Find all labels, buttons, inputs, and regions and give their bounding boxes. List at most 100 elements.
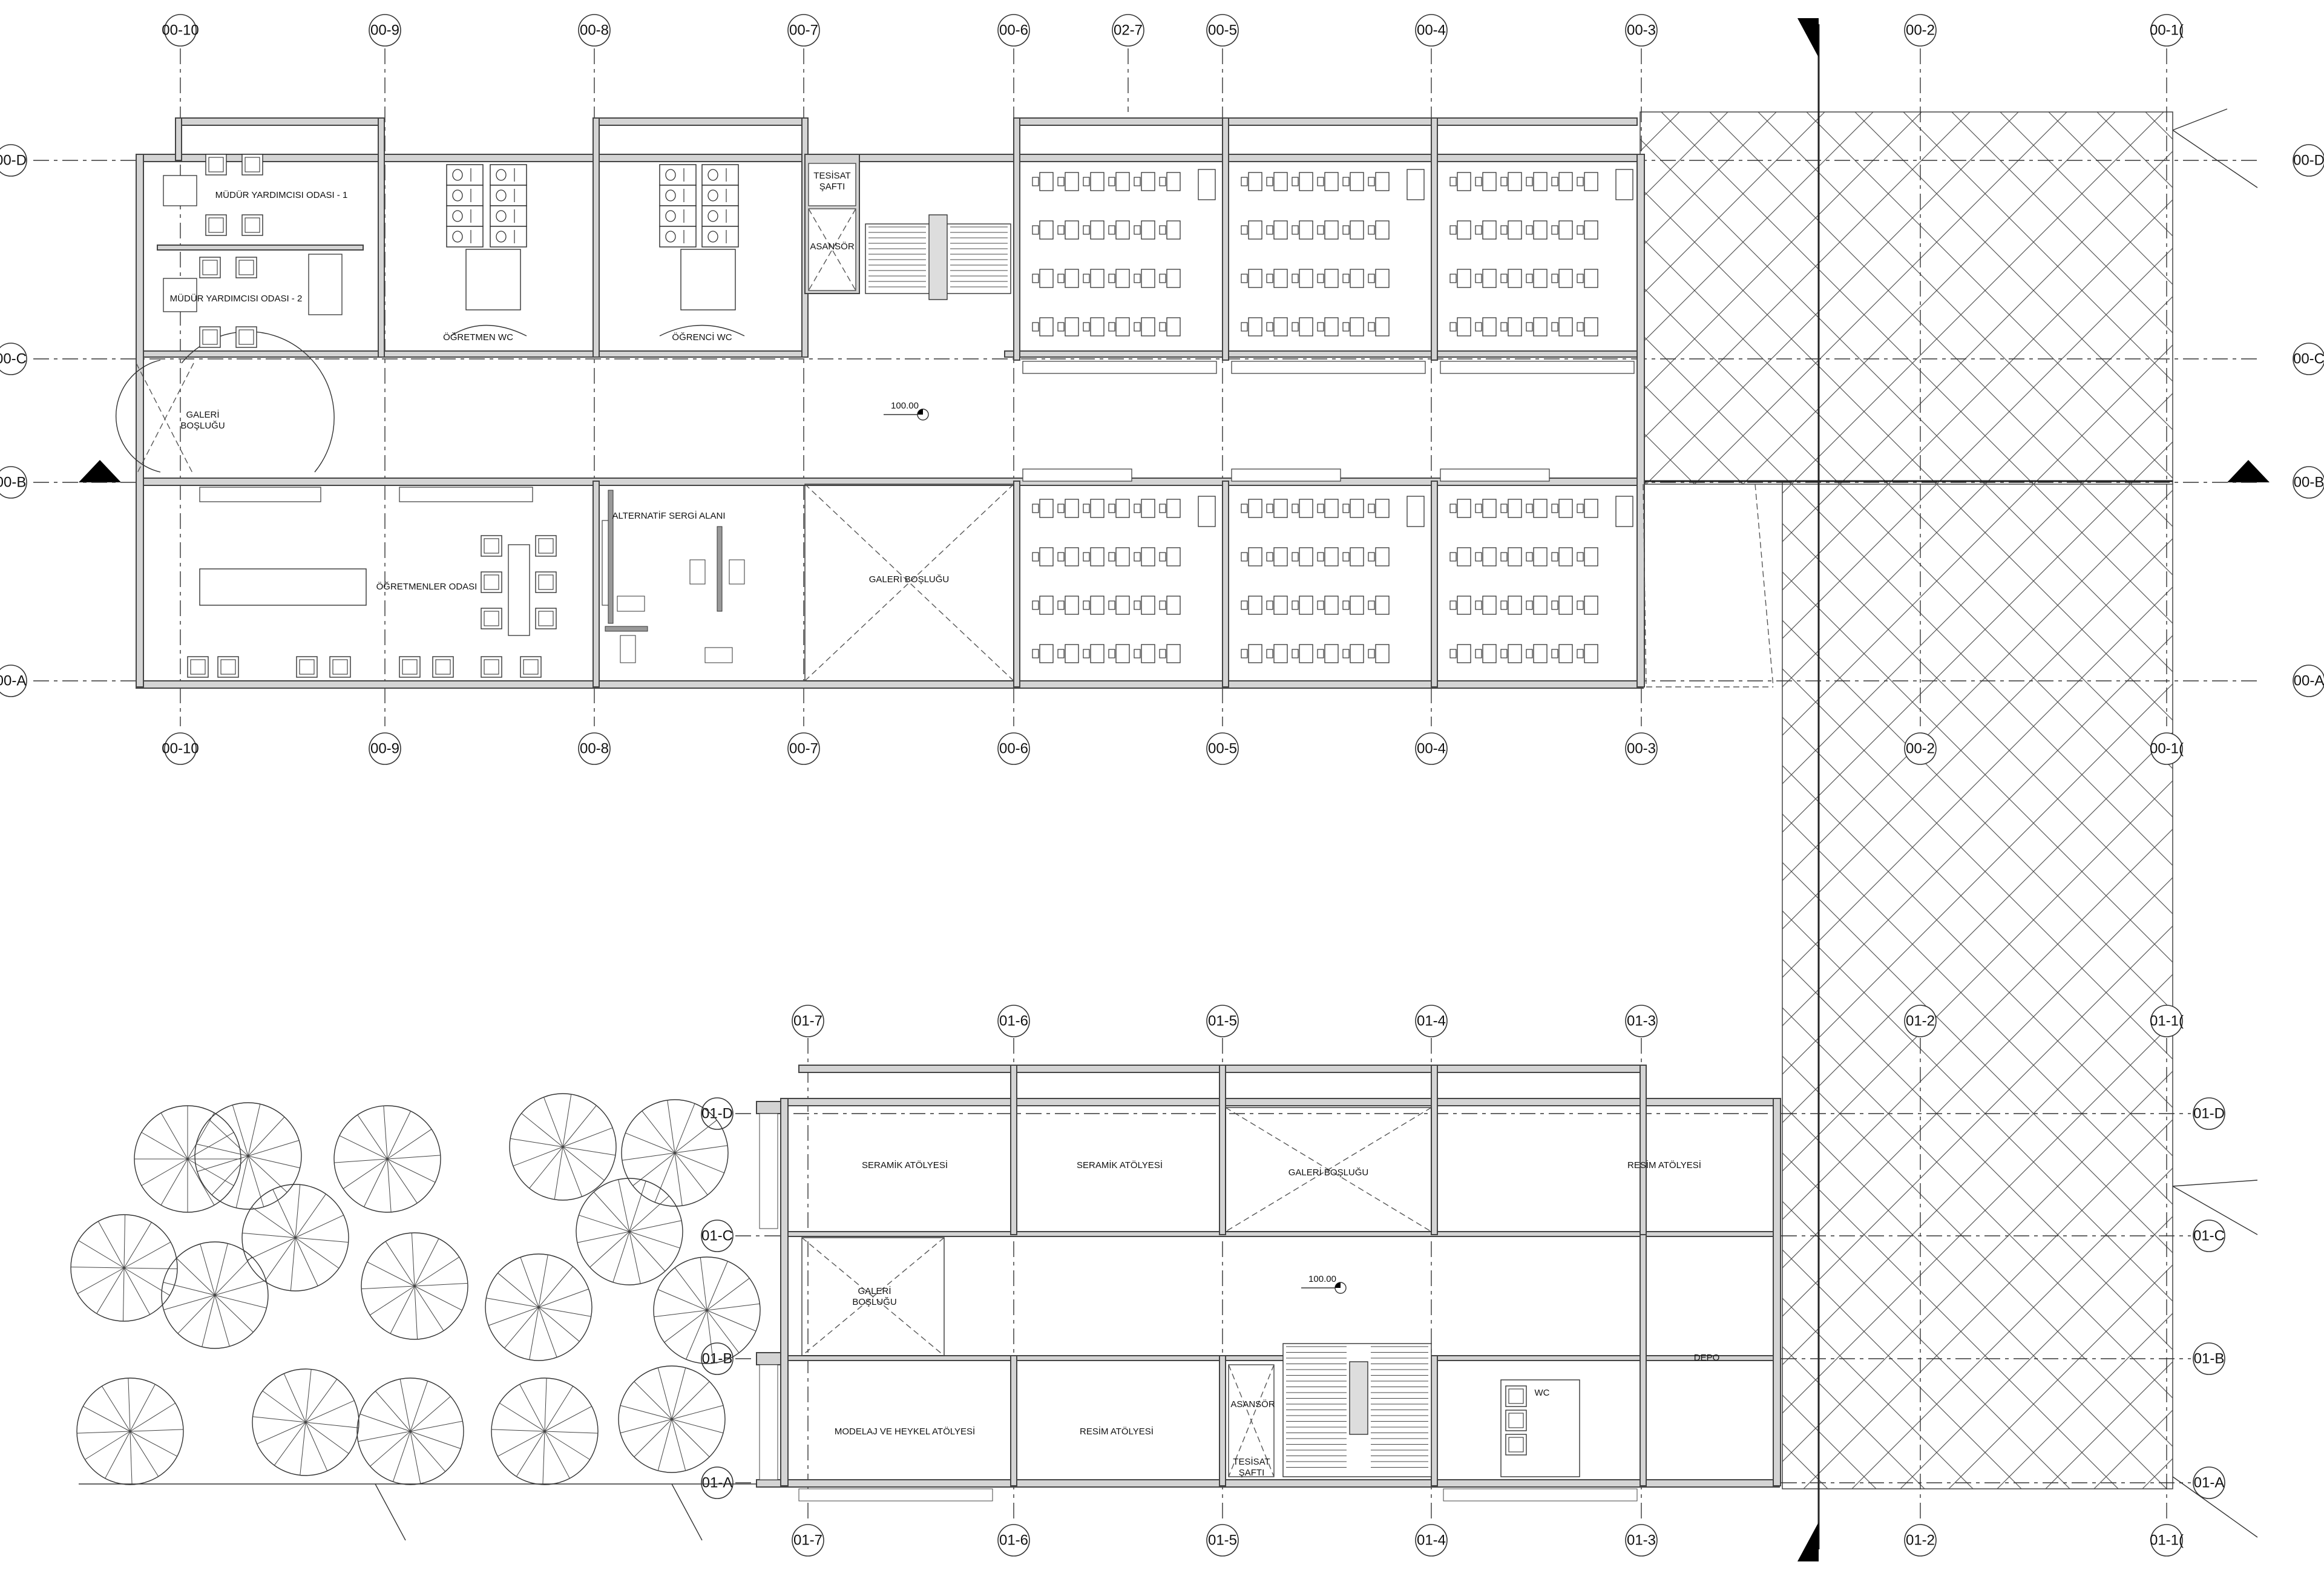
grid-bubble-bottom-6-label: 00-5 [1208,741,1237,757]
grid-bubble-right-1-label: 00-C [2293,351,2324,367]
grid-bubble-top-0-label: 00-10 [162,22,199,39]
upper-grid-bubble-top-4-label: 01-3 [1627,1013,1656,1029]
grid-bubble-top-3-label: 00-7 [789,22,818,39]
upper-voids [801,1107,1580,1477]
grid-bubble-bottom-4: 00-6 [997,732,1030,765]
upper-room-labels: SERAMİK ATÖLYESİ SERAMİK ATÖLYESİ GALERİ… [835,1160,1719,1478]
room-seramik-1: SERAMİK ATÖLYESİ [862,1160,948,1170]
grid-bubble-left-3-label: 00-A [0,673,26,689]
grid-bubble-top-10: 00-1( [2150,14,2184,47]
upper-grid-bubble-bottom-0: 01-7 [792,1524,824,1557]
upper-grid-bubble-bottom-5-label: 01-2 [1906,1532,1935,1549]
grid-bubble-top-4-label: 00-6 [999,22,1028,39]
upper-grid-bubble-left-1: 01-C [701,1220,734,1252]
office-furniture [163,154,745,678]
grid-bubble-top-8-label: 00-3 [1627,22,1656,39]
upper-grid-bubble-top-1: 01-6 [997,1005,1030,1037]
upper-grid-bubble-right-3: 01-A [2193,1466,2225,1499]
grid-bubble-top-6-label: 00-5 [1208,22,1237,39]
grid-bubble-bottom-6: 00-5 [1206,732,1239,765]
section-markers [79,18,2270,1561]
upper-grid-bubble-left-0: 01-D [701,1097,734,1130]
ground-galeri-void [804,484,1774,688]
grid-bubble-top-7: 00-4 [1415,14,1448,47]
upper-grid-bubble-top-5-label: 01-2 [1906,1013,1935,1029]
room-ogretmen-wc: ÖĞRETMEN WC [443,332,513,343]
grid-bubble-bottom-3-label: 00-7 [789,741,818,757]
grid-bubble-top-2-label: 00-8 [580,22,609,39]
grid-bubble-left-3: 00-A [0,665,27,697]
ground-wc-fixtures [446,164,745,336]
grid-bubble-bottom-0: 00-10 [162,732,199,765]
room-asansor-upper: ASANSÖR [1230,1399,1275,1410]
upper-grid-bubble-right-0: 01-D [2193,1097,2225,1130]
upper-grid-bubble-top-4: 01-3 [1625,1005,1658,1037]
upper-grid-bubble-bottom-4: 01-3 [1625,1524,1658,1557]
upper-grid-bubble-bottom-2-label: 01-5 [1208,1532,1237,1549]
grid-bubble-left-0-label: 00-D [0,153,27,169]
grid-bubble-top-6: 00-5 [1206,14,1239,47]
ground-room-labels: MÜDÜR YARDIMCISI ODASI - 1 MÜDÜR YARDIMC… [170,170,950,592]
grid-bubble-right-3-label: 00-A [2294,673,2324,689]
grid-bubble-top-5-label: 02-7 [1114,22,1143,39]
upper-grid-bubble-bottom-3: 01-4 [1415,1524,1448,1557]
room-galeri-bosluk: GALERİ BOŞLUĞU [869,574,950,585]
room-tesisat-upper-2: ŞAFTI [1239,1468,1265,1478]
grid-bubble-right-0: 00-D [2293,144,2324,177]
grid-bubble-top-5: 02-7 [1112,14,1144,47]
grid-bubble-bottom-7: 00-4 [1415,732,1448,765]
room-depo: DEPO [1694,1353,1720,1363]
ground-floor-walls [136,117,1645,689]
grid-bubble-bottom-8: 00-3 [1625,732,1658,765]
upper-grid-bubble-left-1-label: 01-C [701,1228,733,1244]
level-marker-upper: 100.00 [1301,1274,1347,1294]
upper-grid-bubble-top-3-label: 01-4 [1417,1013,1446,1029]
upper-grid-bubble-right-3-label: 01-A [2194,1475,2225,1491]
room-tesisat-1: TESİSAT [813,170,850,181]
grid-bubble-top-9-label: 00-2 [1906,22,1935,39]
tree-7 [70,1214,178,1322]
upper-grid-bubble-right-1: 01-C [2193,1220,2225,1252]
tree-12 [252,1368,359,1476]
room-ogretmenler: ÖĞRETMENLER ODASI [376,581,478,592]
tree-2 [333,1105,441,1213]
grid-bubble-top-0: 00-10 [162,14,199,47]
site-lines [79,108,2258,1541]
tree-8 [161,1241,269,1349]
grid-bubble-left-2-label: 00-B [0,474,26,491]
tree-3 [509,1093,617,1201]
tree-11 [653,1256,761,1364]
room-wc: WC [1535,1388,1550,1398]
grid-bubble-bottom-1-label: 00-9 [370,741,399,757]
grid-bubble-top-4: 00-6 [997,14,1030,47]
grid-bubble-bottom-1: 00-9 [369,732,401,765]
grid-bubble-top-2: 00-8 [578,14,611,47]
tree-9 [361,1232,468,1340]
upper-grid-bubble-top-2-label: 01-5 [1208,1013,1237,1029]
room-modelaj: MODELAJ VE HEYKEL ATÖLYESİ [835,1426,975,1437]
upper-grid-bubble-right-2: 01-B [2193,1342,2225,1375]
grid-bubble-top-9: 00-2 [1904,14,1937,47]
upper-grid-bubble-bottom-5: 01-2 [1904,1524,1937,1557]
upper-grid-bubble-top-2: 01-5 [1206,1005,1239,1037]
grid-bubble-top-10-label: 00-1( [2150,22,2184,39]
grid-bubble-left-1: 00-C [0,343,27,375]
grid-bubble-bottom-0-label: 00-10 [162,741,199,757]
room-galeri-bosluk-upper: GALERİ BOŞLUĞU [1288,1167,1369,1178]
room-galeri-a: GALERİ [186,409,219,420]
room-mudur-2: MÜDÜR YARDIMCISI ODASI - 2 [170,293,303,304]
room-galeri-upper-a: GALERİ [858,1285,891,1296]
grid-bubble-right-2: 00-B [2293,466,2324,499]
upper-grid-bubble-bottom-1: 01-6 [997,1524,1030,1557]
grid-bubble-bottom-9-label: 00-2 [1906,741,1935,757]
grid-bubble-right-0-label: 00-D [2293,153,2324,169]
grid-bubble-bottom-10: 00-1( [2150,732,2184,765]
upper-grid-bubble-bottom-3-label: 01-4 [1417,1532,1446,1549]
tree-13 [356,1377,464,1485]
upper-grid-bubble-top-0-label: 01-7 [793,1013,822,1029]
upper-grid-bubble-top-6-label: 01-1( [2150,1013,2184,1029]
room-galeri-upper-b: BOŞLUĞU [852,1297,896,1307]
upper-grid-bubble-left-2: 01-B [701,1342,734,1375]
classroom-desks [1032,169,1633,663]
